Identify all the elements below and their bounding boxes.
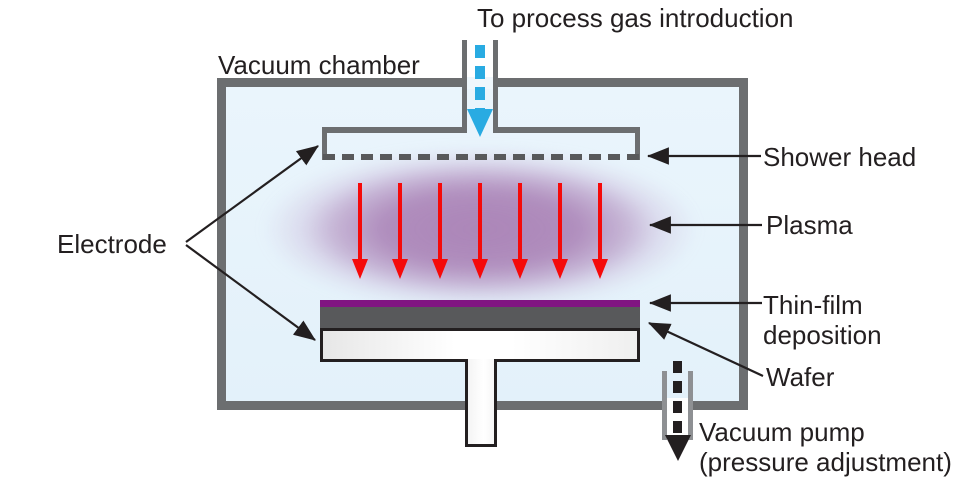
pump-tube-right-wall — [688, 371, 693, 440]
deposition-arrow-icon — [592, 183, 608, 279]
deposition-arrow-icon — [432, 183, 448, 279]
thin-film-label-line1: Thin-film — [763, 290, 863, 320]
gas-inlet-tube-right-wall — [493, 40, 498, 133]
pump-tube-left-wall — [662, 371, 667, 440]
stage-electrode-slab — [320, 328, 640, 362]
vacuum-pump-label: Vacuum pump (pressure adjustment) — [699, 417, 952, 477]
vacuum-chamber-label: Vacuum chamber — [218, 50, 420, 80]
thin-film-label-line2: deposition — [763, 320, 882, 350]
stage-support-stem — [465, 359, 497, 447]
gas-flow-arrowhead-icon — [467, 109, 493, 137]
wafer-label: Wafer — [766, 362, 835, 392]
shower-head-diffuser-dashed-line — [323, 154, 639, 160]
gas-flow-arrow-icon — [475, 45, 485, 109]
thin-film-layer — [320, 300, 640, 307]
pump-flow-arrowhead-icon — [665, 435, 691, 461]
wafer-layer — [320, 307, 640, 328]
pump-flow-arrow-icon — [673, 361, 682, 435]
thin-film-deposition-label: Thin-film deposition — [763, 290, 882, 350]
shower-head-side-right — [635, 127, 640, 160]
electrode-label: Electrode — [57, 229, 167, 259]
deposition-arrow-icon — [352, 183, 368, 279]
plasma-label: Plasma — [766, 210, 853, 240]
gas-inlet-tube-left-wall — [462, 40, 467, 133]
shower-head-plate-right — [498, 127, 640, 133]
deposition-arrow-icon — [392, 183, 408, 279]
vacuum-pump-label-line2: (pressure adjustment) — [699, 447, 952, 477]
vacuum-pump-label-line1: Vacuum pump — [699, 417, 865, 447]
shower-head-label: Shower head — [763, 142, 917, 172]
process-gas-label: To process gas introduction — [477, 3, 794, 33]
deposition-arrow-icon — [472, 183, 488, 279]
shower-head-plate-left — [322, 127, 462, 133]
shower-head-side-left — [322, 127, 327, 160]
deposition-arrow-icon — [552, 183, 568, 279]
deposition-arrow-icon — [512, 183, 528, 279]
